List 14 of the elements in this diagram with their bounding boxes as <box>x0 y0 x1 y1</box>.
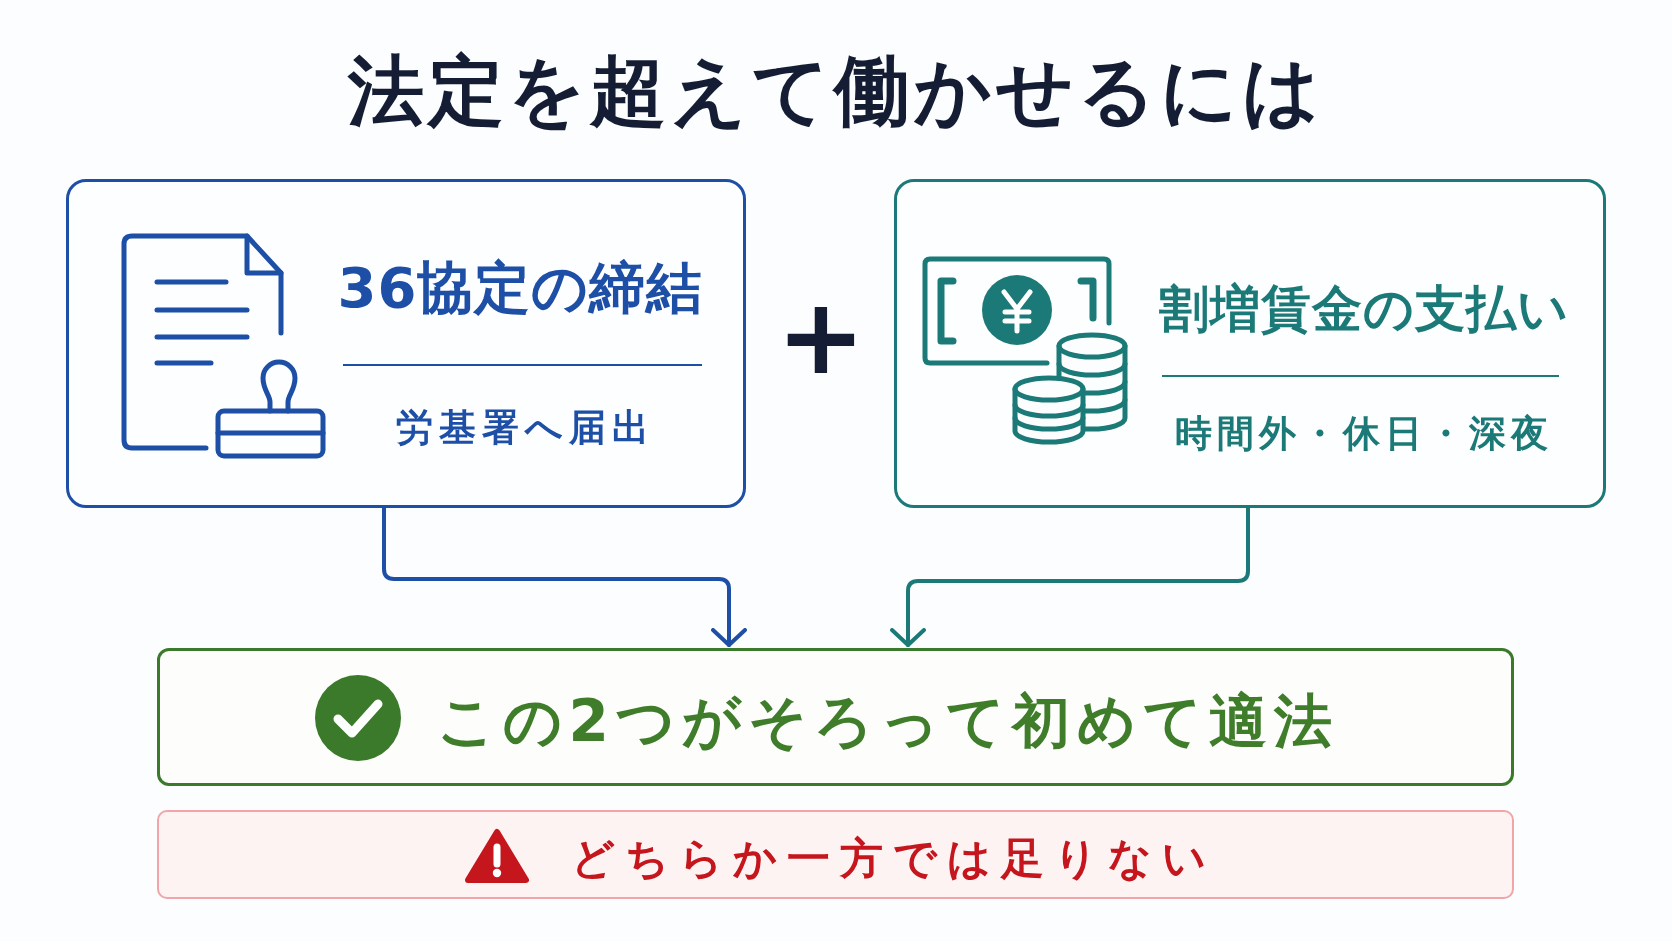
card-heading: 36協定の締結 <box>336 254 705 321</box>
warning-banner <box>157 810 1514 899</box>
card-subtext: 労基署へ届出 <box>395 404 656 451</box>
result-box <box>157 648 1514 786</box>
plus-sign: + <box>775 284 867 390</box>
result-text: この2つがそろって初めて適法 <box>436 685 1340 757</box>
card-subtext: 時間外・休日・深夜 <box>1173 410 1554 457</box>
info-card <box>66 179 746 508</box>
title: 法定を超えて働かせるには <box>346 45 1325 137</box>
warning-text: どちらか一方では足りない <box>570 831 1217 885</box>
card-heading: 割増賃金の支払い <box>1157 278 1570 339</box>
arrow <box>890 506 1250 647</box>
arrow <box>382 506 747 647</box>
info-card <box>894 179 1606 508</box>
